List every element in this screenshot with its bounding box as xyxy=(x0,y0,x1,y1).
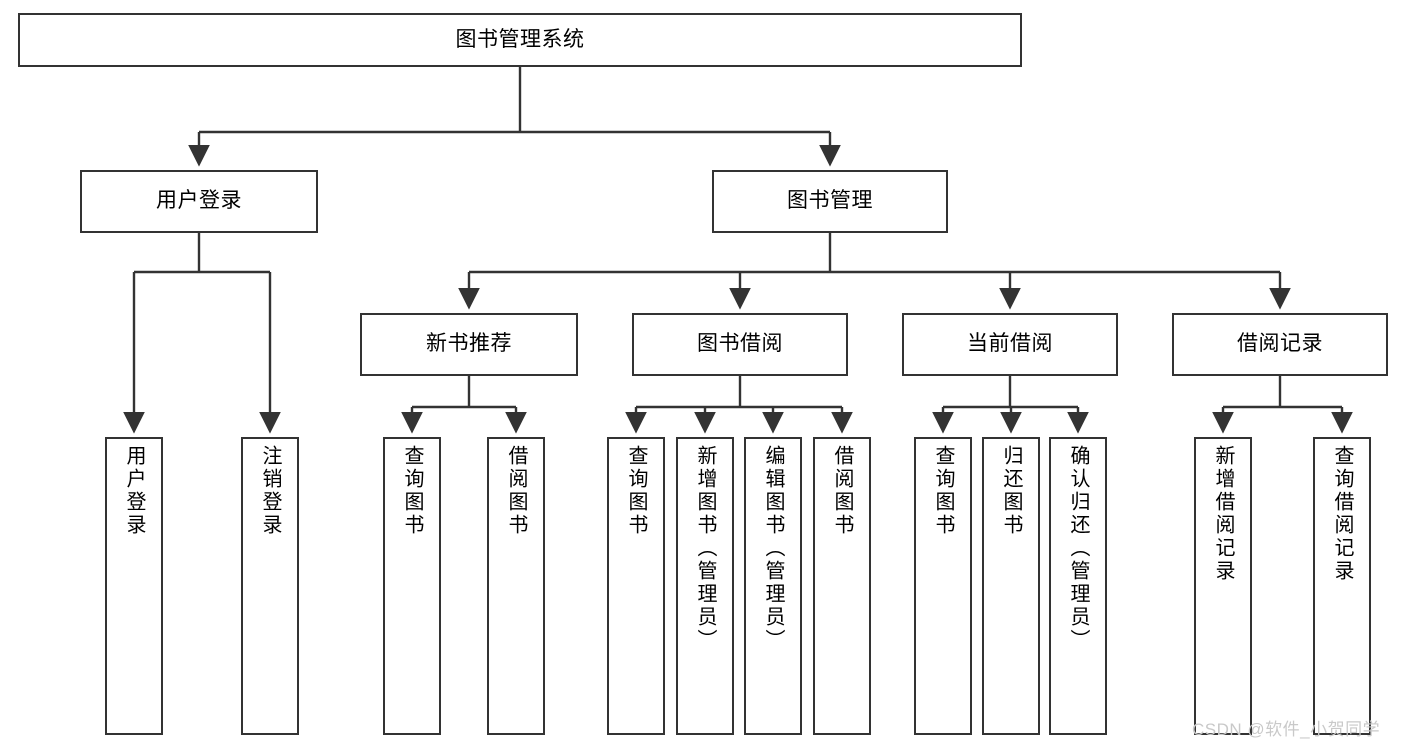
node-leaf-query-book-3[interactable]: 查询图书 xyxy=(914,437,972,735)
node-leaf-query-book-1-label: 查询图书 xyxy=(401,445,423,537)
node-user-login[interactable]: 用户登录 xyxy=(80,170,318,233)
csdn-watermark: CSDN @软件_小贺同学 xyxy=(1192,720,1381,739)
node-root[interactable]: 图书管理系统 xyxy=(18,13,1022,67)
node-leaf-query-book-1[interactable]: 查询图书 xyxy=(383,437,441,735)
node-leaf-return-book[interactable]: 归还图书 xyxy=(982,437,1040,735)
node-leaf-add-book[interactable]: 新增图书（管理员） xyxy=(676,437,734,735)
node-leaf-edit-book-label: 编辑图书（管理员） xyxy=(762,445,784,652)
node-borrow-record[interactable]: 借阅记录 xyxy=(1172,313,1388,376)
node-book-manage-label: 图书管理 xyxy=(787,189,873,213)
node-borrow-record-label: 借阅记录 xyxy=(1237,332,1323,356)
node-current-borrow[interactable]: 当前借阅 xyxy=(902,313,1118,376)
node-book-borrow-label: 图书借阅 xyxy=(697,332,783,356)
node-leaf-add-record[interactable]: 新增借阅记录 xyxy=(1194,437,1252,735)
node-leaf-confirm-return-label: 确认归还（管理员） xyxy=(1067,445,1089,652)
node-leaf-query-record[interactable]: 查询借阅记录 xyxy=(1313,437,1371,735)
node-leaf-query-record-label: 查询借阅记录 xyxy=(1331,445,1353,583)
node-leaf-logout[interactable]: 注销登录 xyxy=(241,437,299,735)
node-current-borrow-label: 当前借阅 xyxy=(967,332,1053,356)
node-book-borrow[interactable]: 图书借阅 xyxy=(632,313,848,376)
node-leaf-borrow-book-2[interactable]: 借阅图书 xyxy=(813,437,871,735)
node-leaf-borrow-book-2-label: 借阅图书 xyxy=(831,445,853,537)
node-leaf-edit-book[interactable]: 编辑图书（管理员） xyxy=(744,437,802,735)
node-user-login-label: 用户登录 xyxy=(156,189,242,213)
node-leaf-borrow-book-1[interactable]: 借阅图书 xyxy=(487,437,545,735)
node-leaf-query-book-3-label: 查询图书 xyxy=(932,445,954,537)
node-leaf-user-login[interactable]: 用户登录 xyxy=(105,437,163,735)
node-leaf-query-book-2[interactable]: 查询图书 xyxy=(607,437,665,735)
node-new-book-rec[interactable]: 新书推荐 xyxy=(360,313,578,376)
node-leaf-add-book-label: 新增图书（管理员） xyxy=(694,445,716,652)
node-leaf-user-login-label: 用户登录 xyxy=(123,445,145,537)
node-leaf-add-record-label: 新增借阅记录 xyxy=(1212,445,1234,583)
node-root-label: 图书管理系统 xyxy=(455,27,585,51)
node-leaf-borrow-book-1-label: 借阅图书 xyxy=(505,445,527,537)
node-leaf-query-book-2-label: 查询图书 xyxy=(625,445,647,537)
node-leaf-return-book-label: 归还图书 xyxy=(1000,445,1022,537)
node-book-manage[interactable]: 图书管理 xyxy=(712,170,948,233)
node-leaf-logout-label: 注销登录 xyxy=(259,445,281,537)
node-leaf-confirm-return[interactable]: 确认归还（管理员） xyxy=(1049,437,1107,735)
node-new-book-rec-label: 新书推荐 xyxy=(426,332,512,356)
